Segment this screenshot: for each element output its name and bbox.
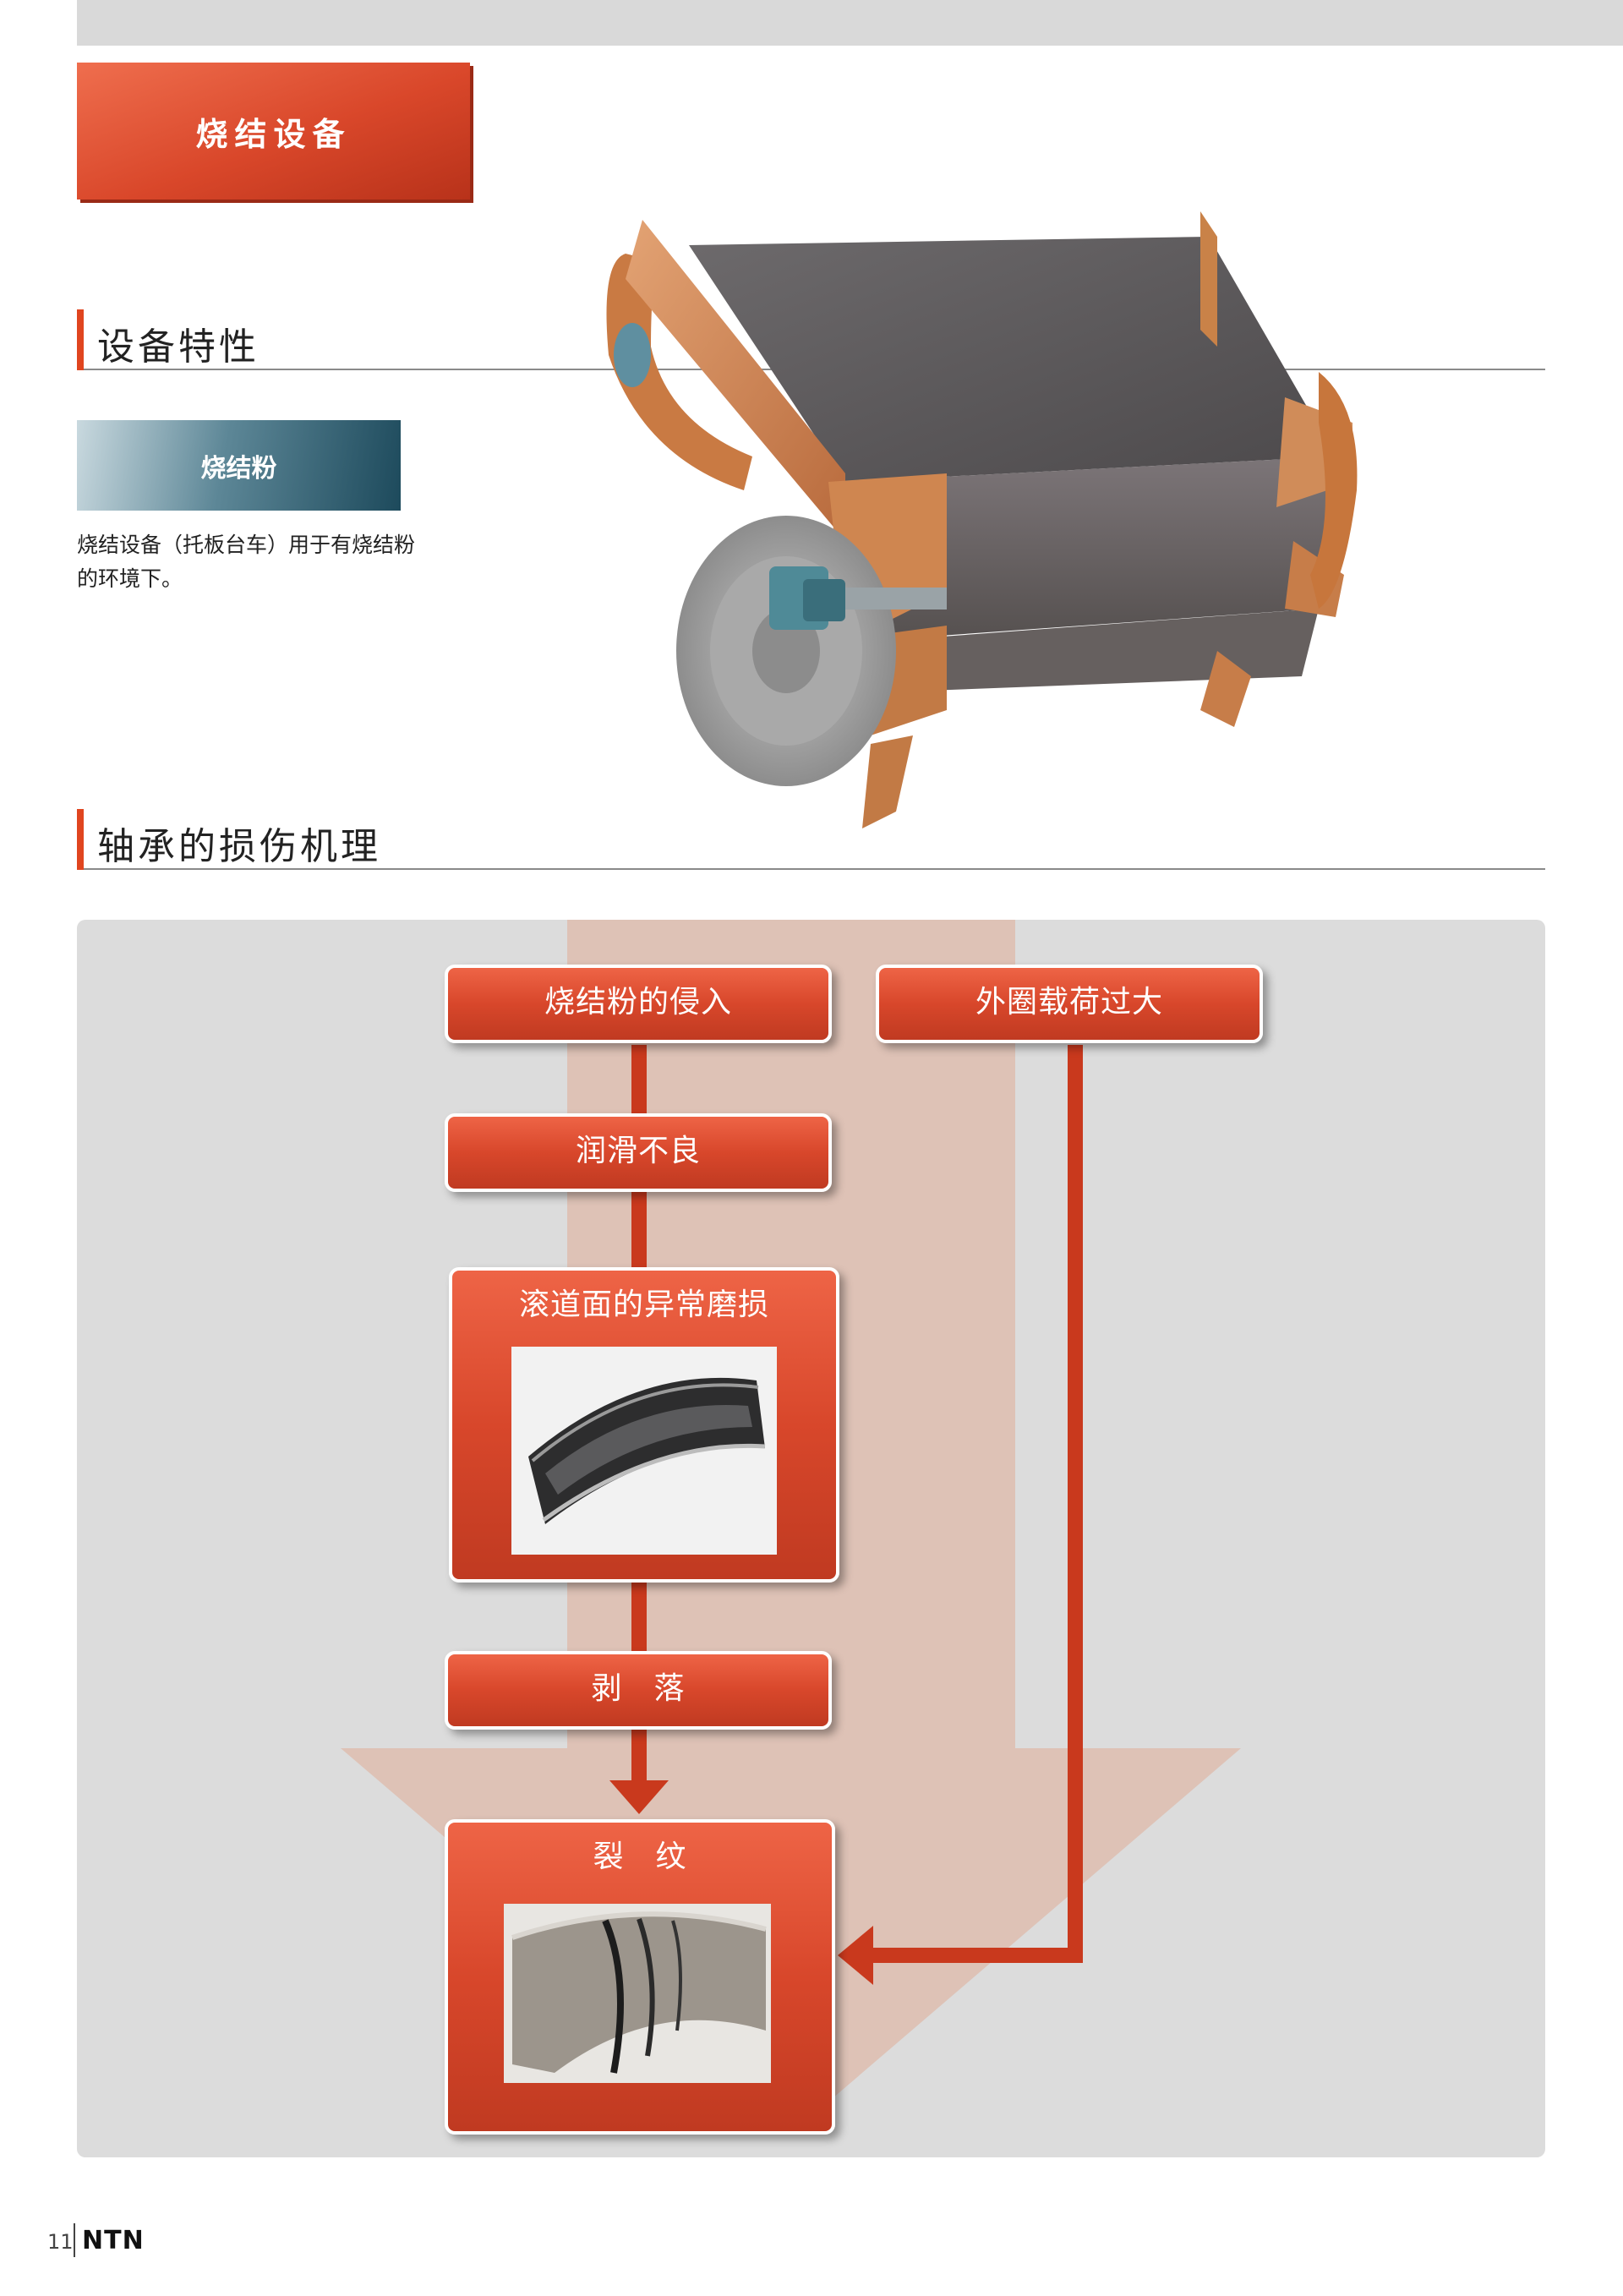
- flow-box-lubrication: 润滑不良: [445, 1113, 832, 1192]
- flow-box-label: 烧结粉的侵入: [544, 985, 732, 1020]
- flow-box-intrusion: 烧结粉的侵入: [445, 965, 832, 1043]
- ntn-logo: NTN: [82, 2226, 145, 2255]
- cracked-ring-image: [504, 1904, 771, 2083]
- heading-rule: [84, 868, 1545, 870]
- top-band: [77, 0, 1623, 46]
- cracked-ring-photo: [504, 1904, 771, 2083]
- section-heading-text: 轴承的损伤机理: [97, 825, 381, 868]
- flow-box-label: 剥 落: [591, 1671, 686, 1706]
- feature-description: 烧结设备（托板台车）用于有烧结粉的环境下。: [77, 533, 416, 591]
- flow-box-label: 外圈载荷过大: [975, 985, 1163, 1020]
- worn-raceway-image: [528, 1377, 766, 1524]
- heading-accent-bar: [77, 809, 84, 870]
- flow-box-label: 滚道面的异常磨损: [518, 1287, 769, 1322]
- section-heading-damage: 轴承的损伤机理: [77, 809, 1545, 870]
- section-heading-text: 设备特性: [97, 325, 260, 369]
- page-number: 11: [47, 2230, 74, 2254]
- title-tab: 烧结设备: [77, 63, 470, 200]
- flow-box-crack: 裂 纹: [445, 1819, 835, 2135]
- flow-box-abnormal-wear: 滚道面的异常磨损: [449, 1267, 839, 1583]
- sinter-powder-tag: 烧结粉: [77, 420, 401, 511]
- sinter-machine-illustration: [606, 211, 1358, 828]
- footer-divider: [74, 2223, 75, 2257]
- damage-mechanism-panel: 烧结粉的侵入 外圈载荷过大 润滑不良 滚道面的异常磨损 剥 落 裂 纹: [77, 920, 1545, 2157]
- flow-box-label: 润滑不良: [575, 1134, 701, 1168]
- flow-box-label: 裂 纹: [593, 1840, 687, 1874]
- flow-box-overload: 外圈载荷过大: [876, 965, 1263, 1043]
- flow-box-flaking: 剥 落: [445, 1651, 832, 1730]
- tag-label: 烧结粉: [200, 453, 277, 484]
- page-title: 烧结设备: [195, 115, 352, 153]
- worn-raceway-photo: [511, 1347, 777, 1555]
- heading-accent-bar: [77, 309, 84, 370]
